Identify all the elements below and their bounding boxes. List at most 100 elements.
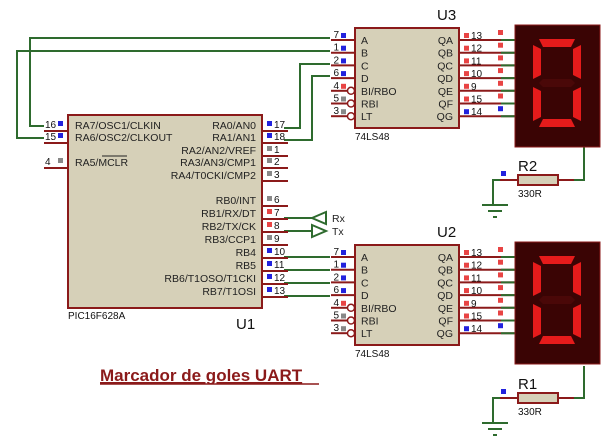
pin-state-indicator (267, 209, 272, 214)
seven-segment-display-2[interactable] (498, 241, 601, 365)
decoder-body (354, 27, 460, 129)
pin-number: 9 (471, 82, 477, 93)
pin-state-indicator (267, 235, 272, 240)
pin-state-indicator (341, 71, 346, 77)
segment-input-indicator (498, 30, 503, 35)
pin-state-indicator (267, 222, 272, 227)
pin-name: QC (437, 277, 453, 289)
pin-name: RB1/RX/DT (201, 208, 256, 220)
pin-state-indicator (267, 121, 272, 126)
pin-name: RA1/AN1 (212, 132, 256, 144)
pin-state-indicator (341, 33, 346, 38)
decoder-ref-label: U3 (437, 7, 456, 24)
pin-state-indicator (464, 45, 469, 51)
pin-name: LT (361, 111, 373, 123)
pin-name: A (361, 35, 368, 47)
seven-segment-display-1[interactable] (498, 24, 601, 148)
wire-r2-to-ground (492, 179, 517, 205)
wire-disp2-to-r1 (570, 366, 585, 399)
pin-state-indicator (464, 250, 469, 255)
segment-g (539, 79, 575, 87)
pin-number: 2 (274, 157, 280, 168)
segment-input-indicator (498, 55, 503, 61)
segment-input-indicator (498, 68, 503, 74)
pin-number: 1 (333, 43, 339, 54)
pin-name: LT (361, 328, 373, 340)
pin-number: 3 (333, 323, 339, 334)
pin-name: RBI (361, 99, 379, 111)
rx-terminal[interactable]: Rx (309, 210, 346, 226)
pin-name: D (361, 73, 369, 85)
pin-number: 13 (471, 248, 483, 259)
segment-input-indicator (498, 80, 503, 86)
segment-input-indicator (498, 310, 503, 316)
mcu-body (67, 114, 263, 309)
pin-number: 9 (274, 234, 280, 245)
tx-terminal[interactable]: Tx (311, 223, 344, 239)
segment-b (573, 262, 581, 296)
pin-name: C (361, 277, 369, 289)
pin-number: 14 (471, 107, 483, 118)
pin-state-indicator (464, 262, 469, 268)
pin-number: 7 (333, 30, 339, 41)
pin-name: QC (437, 60, 453, 72)
pin-state-indicator (464, 83, 469, 89)
pin-name: QB (438, 48, 453, 60)
pin-number: 6 (333, 68, 339, 79)
decoder-part-label: 74LS48 (355, 349, 390, 360)
resistor-body (517, 392, 559, 404)
resistor-ref-label: R1 (518, 376, 537, 393)
active-low-bubble (346, 86, 356, 96)
active-low-bubble (346, 328, 356, 338)
segment-d (539, 119, 575, 127)
pin-state-indicator (501, 171, 506, 176)
pin-name: BI/RBO (361, 86, 397, 98)
pin-state-indicator (464, 109, 469, 115)
pin-number: 10 (471, 69, 483, 80)
pin-number: 2 (333, 55, 339, 66)
pin-number: 15 (45, 132, 57, 143)
decoder-input-pin-lt[interactable]: 3 LT (331, 323, 373, 340)
pin-name: QF (438, 99, 453, 111)
segment-input-indicator (498, 285, 503, 291)
segment-a (539, 256, 575, 264)
pin-state-indicator (464, 33, 469, 38)
pin-number: 12 (471, 44, 483, 55)
pin-number: 1 (333, 260, 339, 271)
